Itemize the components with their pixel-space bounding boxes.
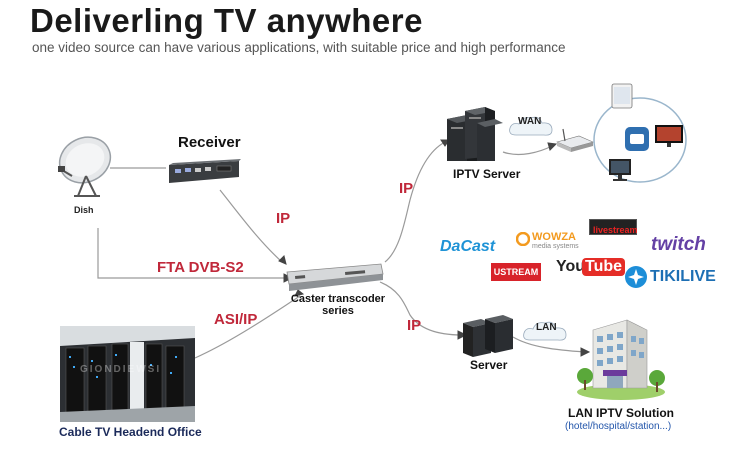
receiver-device-icon	[169, 159, 241, 183]
line-iptv-wan	[502, 145, 553, 156]
transcoder-label-line2: series	[322, 305, 354, 317]
desktop-computer-icon	[609, 159, 631, 181]
wowza-logo-icon	[516, 232, 530, 246]
router-icon	[556, 128, 594, 152]
receiver-label: Receiver	[178, 134, 241, 151]
page-subtitle: one video source can have various applic…	[32, 40, 566, 55]
dish-label: Dish	[74, 205, 94, 215]
server-label: Server	[470, 358, 508, 372]
satellite-dish-icon	[58, 136, 112, 197]
line-headend-transcoder	[194, 295, 301, 359]
line-transcoder-iptv	[384, 141, 446, 263]
building-icon	[577, 319, 665, 400]
wan-label: WAN	[518, 116, 542, 127]
headend-photo	[60, 326, 195, 422]
line-dish-transcoder	[97, 228, 288, 279]
transcoder-label-line1: Caster transcoder	[290, 293, 386, 305]
asi-ip-label: ASI/IP	[214, 311, 258, 328]
device-ring	[593, 97, 687, 183]
headend-label: Cable TV Headend Office	[59, 425, 202, 439]
livestream-logo-box: livestream	[589, 219, 638, 235]
twitch-logo: twitch	[651, 234, 706, 255]
transcoder-label: Caster transcoder series	[290, 293, 386, 317]
livestream-logo: livestream	[593, 225, 638, 235]
transcoder-device-icon	[286, 263, 384, 291]
iptv-server-icon	[447, 107, 503, 161]
line-server-lan	[512, 336, 586, 353]
page-title: Deliverling TV anywhere	[30, 2, 423, 39]
ip-upper-label: IP	[399, 180, 414, 197]
arrow-receiver	[278, 255, 287, 265]
youtube-you: You	[556, 258, 586, 275]
app-icon	[625, 127, 649, 151]
tv-icon	[655, 125, 683, 147]
arrow-server	[457, 330, 468, 340]
line-transcoder-server	[379, 281, 463, 336]
wowza-logo: WOWZA	[532, 231, 576, 243]
lan-cloud-icon	[523, 321, 567, 341]
youtube-tube: Tube	[582, 258, 626, 276]
tablet-icon	[611, 83, 633, 109]
tikilive-logo-icon	[625, 266, 647, 288]
wan-cloud-icon	[509, 116, 553, 136]
line-receiver-transcoder	[219, 189, 283, 263]
wowza-sub: media systems	[532, 243, 579, 250]
dacast-logo: DaCast	[440, 238, 496, 255]
tikilive-logo: TIKILIVE	[650, 268, 716, 285]
arrow-lan	[580, 347, 591, 357]
iptv-server-label: IPTV Server	[453, 167, 521, 181]
ip-receiver-label: IP	[276, 210, 291, 227]
lan-label: LAN	[536, 322, 557, 333]
headend-watermark: GIONDIEWSI	[80, 364, 162, 375]
lan-solution-sub: (hotel/hospital/station...)	[565, 421, 672, 432]
lan-solution-label: LAN IPTV Solution	[568, 406, 674, 420]
arrow-asi	[294, 289, 305, 297]
ustream-logo: USTREAM	[491, 263, 541, 281]
arrow-wan	[547, 142, 558, 151]
fta-dvbs2-label: FTA DVB-S2	[157, 259, 244, 276]
server-icon	[463, 315, 513, 357]
ip-lower-label: IP	[407, 317, 422, 334]
